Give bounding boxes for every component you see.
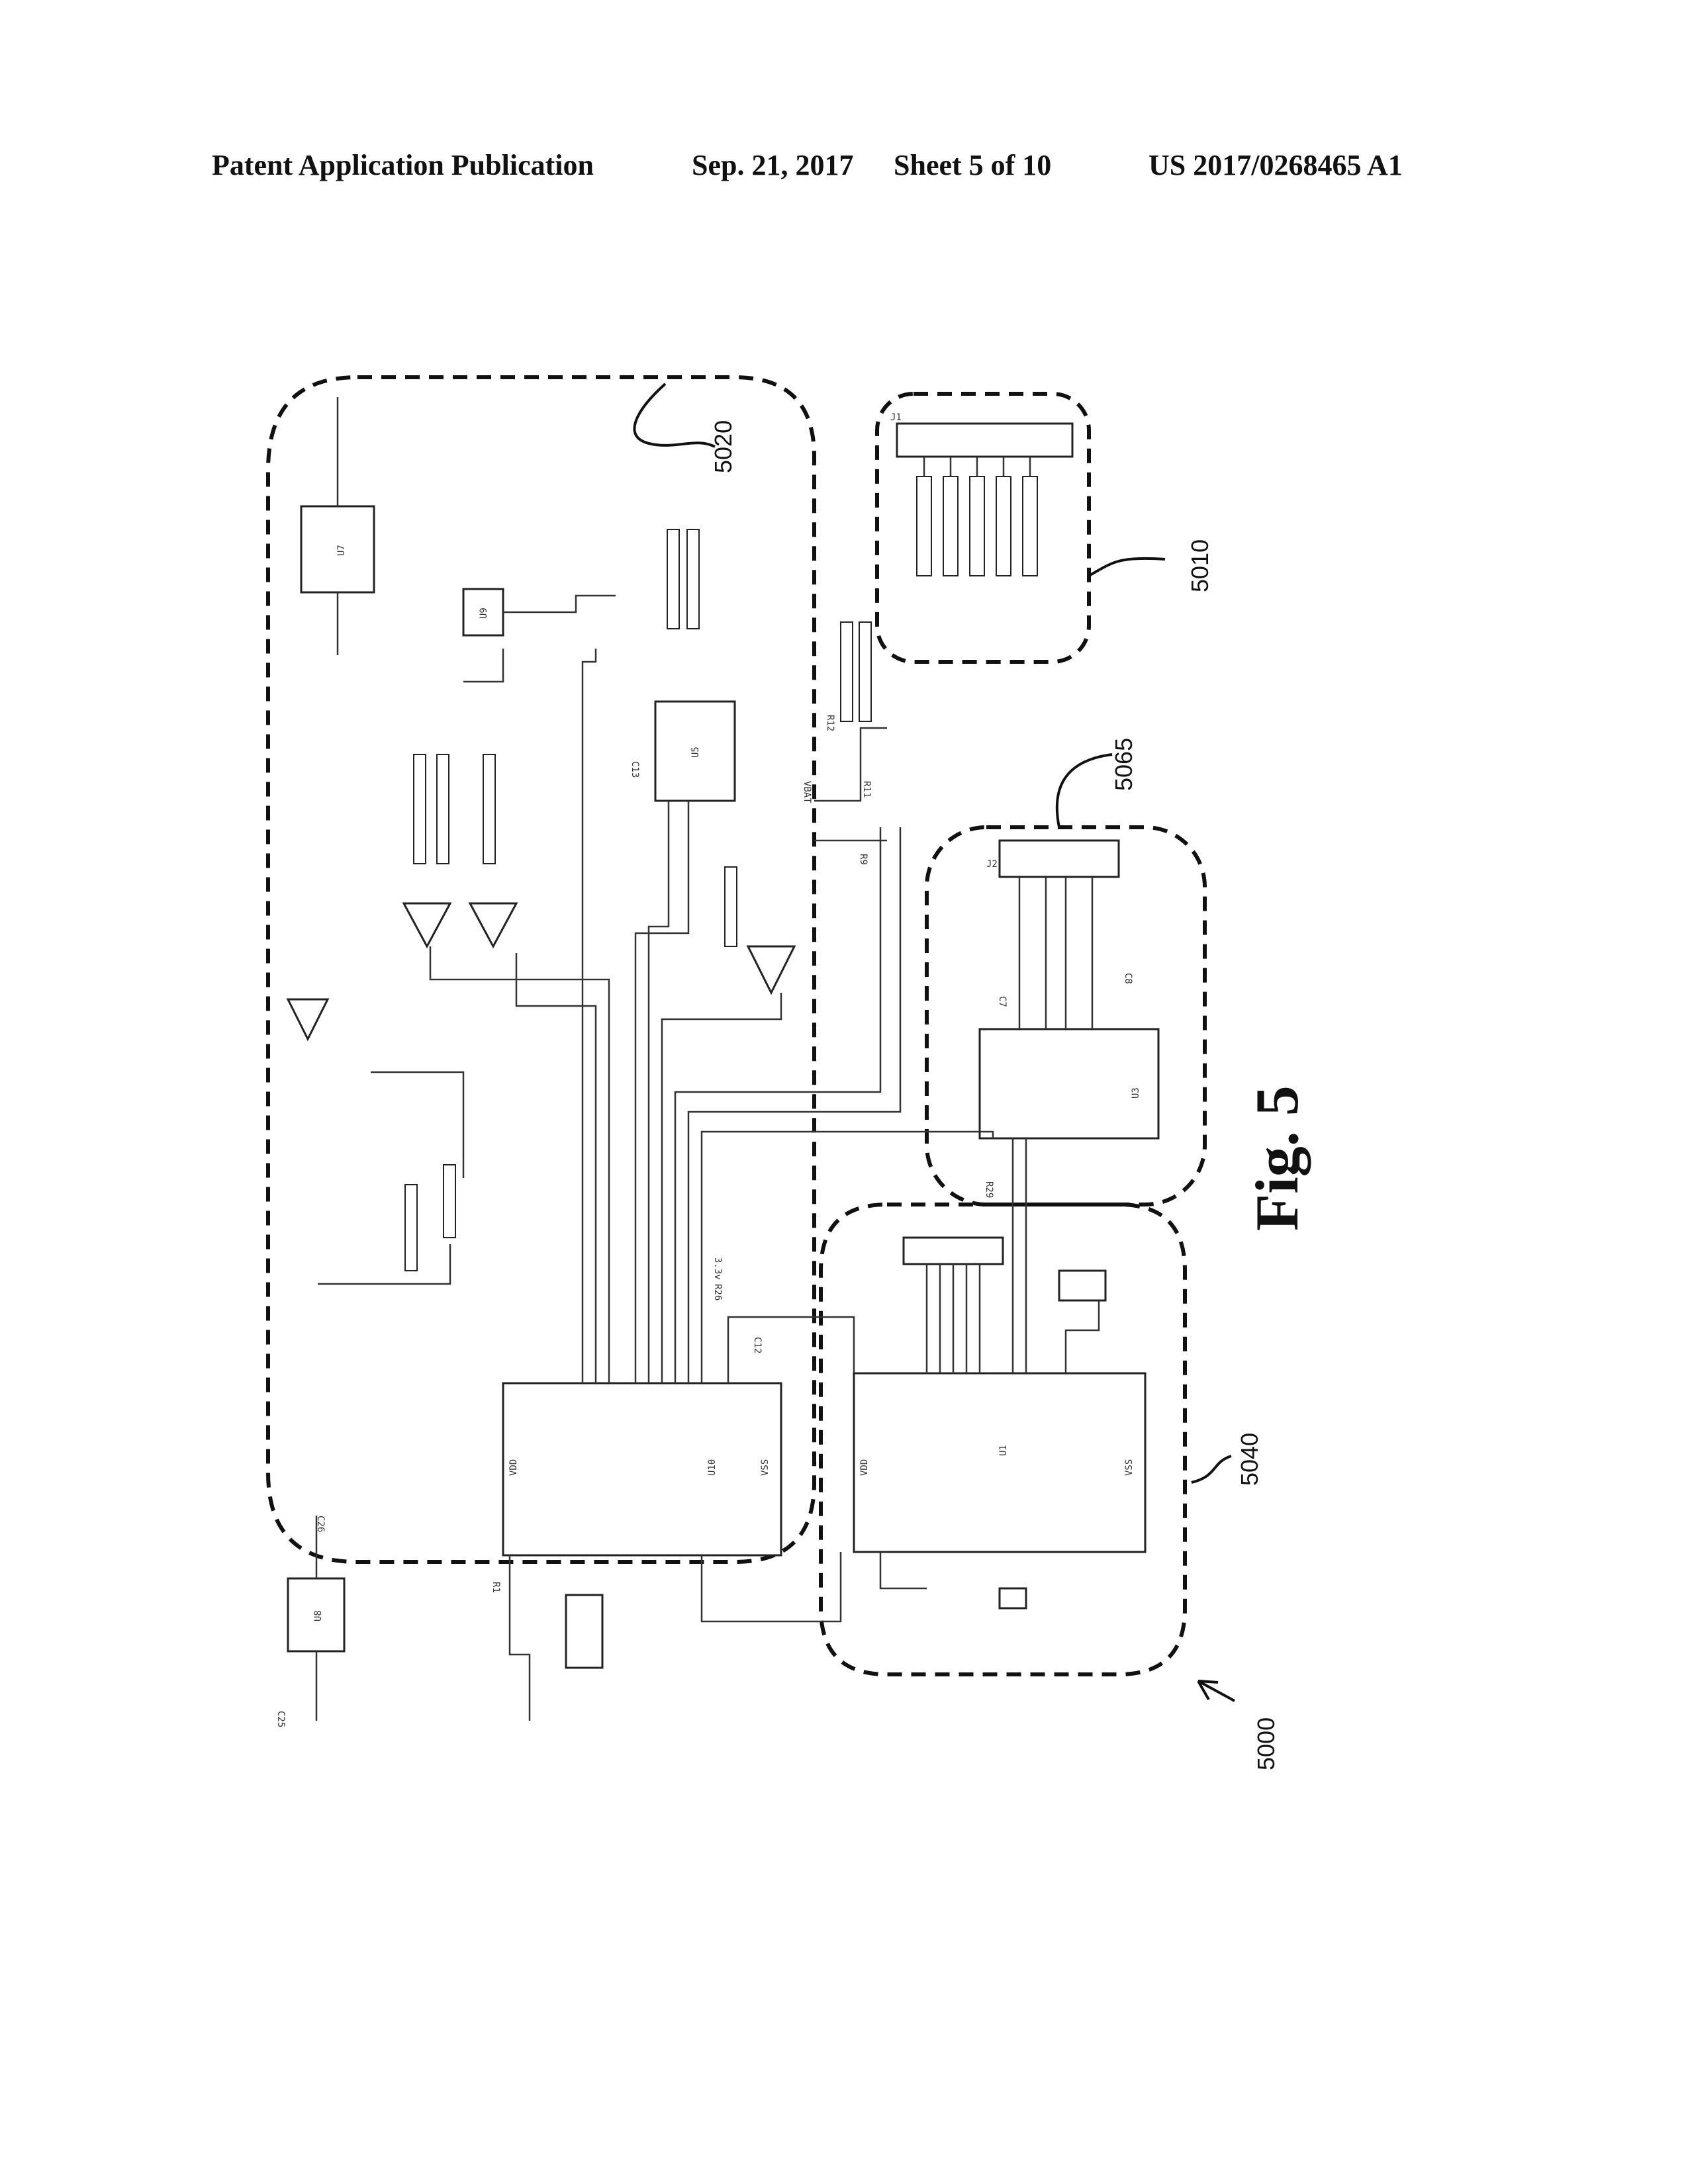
r12-label: R12 (825, 715, 835, 731)
leader-5065 (1057, 754, 1112, 827)
label-5010: 5010 (1186, 539, 1213, 592)
connector-signal-tags (917, 477, 1037, 576)
leader-5020 (634, 384, 715, 447)
c8-label: C8 (1123, 973, 1133, 984)
mcu-ic-label: U1 (998, 1445, 1009, 1456)
r29-label: R29 (984, 1181, 994, 1198)
led-array (566, 1595, 602, 1668)
v33-label: 3.3v (712, 1257, 723, 1280)
mcu-vdd: VDD (859, 1459, 870, 1476)
opamp-1 (404, 903, 450, 946)
c13-label: C13 (630, 761, 640, 778)
mcu-ic (854, 1373, 1145, 1552)
c7-label: C7 (997, 996, 1008, 1007)
regulator-u7-label: U7 (336, 545, 347, 556)
usb-header-label: J2 (986, 859, 998, 870)
db9-label: J1 (890, 412, 902, 423)
usb-ic-label: U3 (1131, 1087, 1141, 1099)
label-5020: 5020 (710, 420, 737, 473)
main-ic-vdd: VDD (508, 1459, 519, 1476)
program-header (904, 1238, 1003, 1264)
c12-label: C12 (752, 1337, 763, 1353)
c25-label: C25 (275, 1711, 286, 1727)
opamp-2 (470, 903, 516, 946)
usb-port-header (1059, 1271, 1105, 1300)
vbat-label: VBAT (802, 781, 812, 803)
main-ic (503, 1383, 781, 1555)
label-5065: 5065 (1110, 738, 1137, 791)
opamp-4 (288, 999, 328, 1039)
sensor-signal-tags (405, 529, 871, 1271)
leader-5040 (1192, 1456, 1231, 1482)
crystal (1000, 1588, 1026, 1608)
usb-ic (980, 1029, 1158, 1138)
mcu-vss: VSS (1124, 1459, 1135, 1476)
r1-label: R1 (491, 1582, 501, 1593)
sensor-ic-u5-label: U5 (690, 747, 701, 758)
r9-label: R9 (858, 854, 868, 865)
figure-caption: Fig. 5 (1243, 1085, 1311, 1231)
db9-connector (897, 424, 1072, 457)
leader-5010 (1089, 559, 1165, 576)
opamp-3 (748, 946, 794, 993)
label-5000: 5000 (1252, 1717, 1280, 1770)
label-5040: 5040 (1236, 1433, 1263, 1486)
regulator-u8-label: U8 (313, 1610, 324, 1621)
main-ic-label: U10 (707, 1459, 718, 1476)
usb-header (1000, 841, 1119, 877)
arrow-5000 (1198, 1681, 1235, 1701)
r11-label: R11 (861, 781, 872, 797)
main-ic-vss: VSS (760, 1459, 771, 1476)
sensor-ic-u9-label: U9 (479, 608, 489, 619)
r26-label: R26 (712, 1284, 723, 1300)
